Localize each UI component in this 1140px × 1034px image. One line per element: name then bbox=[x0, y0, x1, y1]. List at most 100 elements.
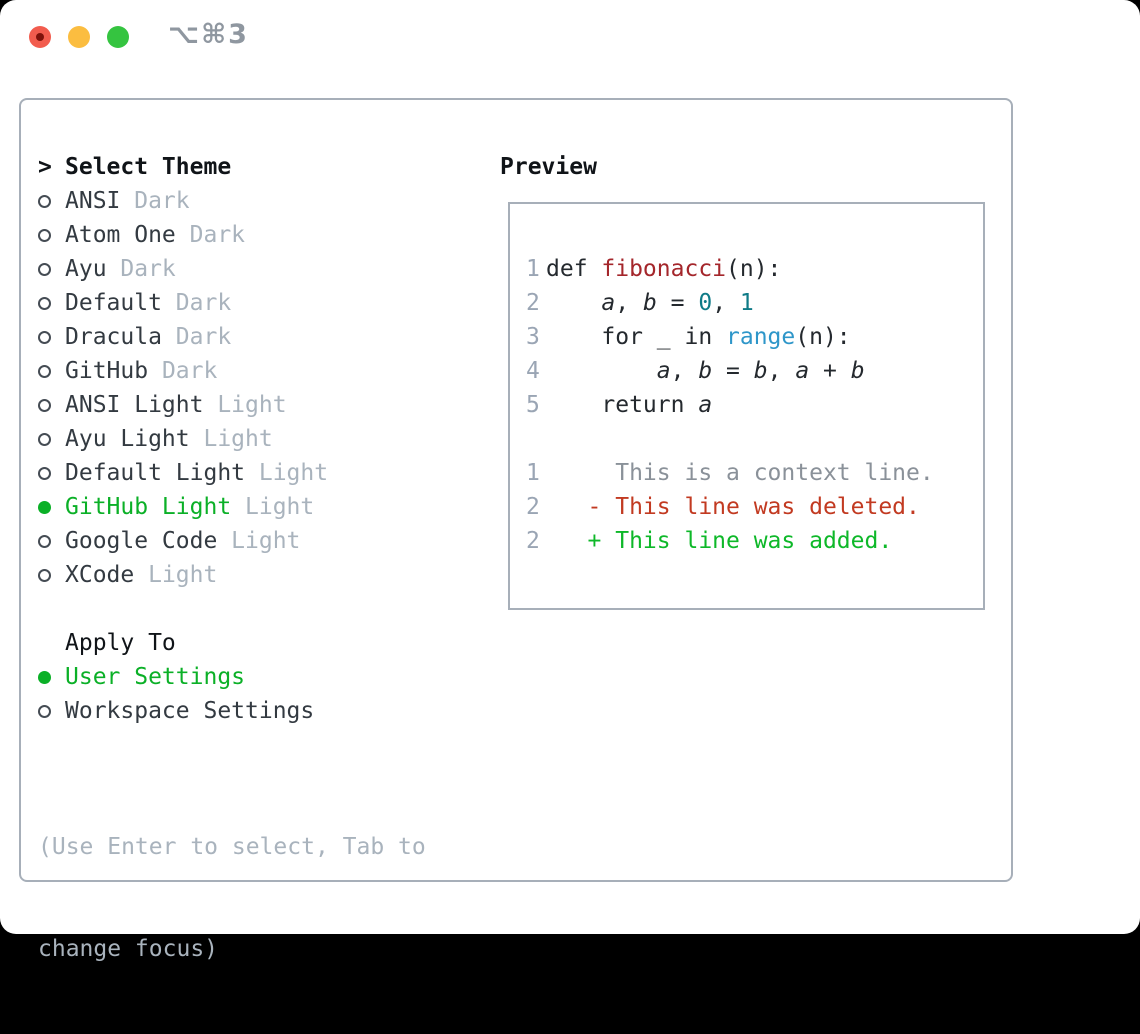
code-line: 2 + This line was added. bbox=[526, 524, 983, 558]
line-number: 5 bbox=[526, 392, 540, 418]
code-line: 4 a, b = b, a + b bbox=[526, 354, 983, 388]
code-text: def fibonacci(n): bbox=[546, 256, 781, 282]
line-number: 2 bbox=[526, 528, 540, 554]
radio-icon bbox=[38, 228, 51, 242]
radio-icon bbox=[38, 466, 51, 480]
token-deleted: - This line was deleted. bbox=[546, 494, 920, 520]
code-text: + This line was added. bbox=[546, 528, 893, 554]
token-var: a bbox=[698, 392, 713, 418]
line-number: 4 bbox=[526, 358, 540, 384]
line-number: 1 bbox=[526, 460, 540, 486]
zoom-button[interactable] bbox=[107, 26, 129, 48]
token-plain: , bbox=[712, 290, 740, 316]
theme-option-atom-one[interactable]: Atom One Dark bbox=[38, 218, 500, 252]
token-var: a bbox=[601, 290, 616, 316]
token-plain: = bbox=[712, 358, 754, 384]
apply-option-user-settings[interactable]: User Settings bbox=[38, 660, 500, 694]
line-number: 2 bbox=[526, 290, 540, 316]
radio-icon bbox=[38, 194, 51, 208]
token-plain: , bbox=[767, 358, 796, 384]
close-button[interactable] bbox=[29, 26, 51, 48]
theme-name: ANSI bbox=[65, 188, 121, 214]
token-plain: def bbox=[546, 256, 602, 282]
preview-title: Preview bbox=[500, 154, 597, 180]
theme-option-google-code[interactable]: Google Code Light bbox=[38, 524, 500, 558]
theme-name: XCode bbox=[65, 562, 135, 588]
select-theme-title: Select Theme bbox=[65, 154, 232, 180]
theme-variant-tag: Light bbox=[245, 494, 315, 520]
radio-icon bbox=[38, 432, 51, 446]
token-plain: for _ in bbox=[546, 324, 727, 350]
theme-variant-tag: Dark bbox=[120, 256, 176, 282]
theme-option-ansi-light[interactable]: ANSI Light Light bbox=[38, 388, 500, 422]
line-number: 2 bbox=[526, 494, 540, 520]
theme-name: Default Light bbox=[65, 460, 246, 486]
theme-name: Ayu Light bbox=[65, 426, 190, 452]
token-var: a bbox=[795, 358, 810, 384]
code-line: 2 a, b = 0, 1 bbox=[526, 286, 983, 320]
theme-variant-tag: Dark bbox=[189, 222, 246, 248]
theme-name: Ayu bbox=[65, 256, 107, 282]
code-text: for _ in range(n): bbox=[546, 324, 850, 350]
theme-variant-tag: Dark bbox=[161, 358, 218, 384]
theme-variant-tag: Light bbox=[217, 392, 287, 418]
theme-option-github-light[interactable]: GitHub Light Light bbox=[38, 490, 500, 524]
theme-option-default-light[interactable]: Default Light Light bbox=[38, 456, 500, 490]
theme-variant-tag: Light bbox=[231, 528, 301, 554]
code-line: 3 for _ in range(n): bbox=[526, 320, 983, 354]
radio-selected-icon bbox=[38, 500, 51, 514]
minimize-button[interactable] bbox=[68, 26, 90, 48]
line-number: 1 bbox=[526, 256, 540, 282]
radio-icon bbox=[38, 262, 51, 276]
token-var: b bbox=[753, 358, 768, 384]
radio-icon bbox=[38, 398, 51, 412]
hint-line-2: change focus) bbox=[38, 936, 219, 962]
prompt-caret-icon: > bbox=[38, 154, 52, 180]
token-var: b bbox=[698, 358, 713, 384]
document-edited-dot-icon bbox=[36, 33, 44, 41]
window-title: ⌥⌘3 bbox=[168, 19, 249, 50]
token-num: 1 bbox=[739, 290, 754, 316]
theme-variant-tag: Dark bbox=[134, 188, 190, 214]
token-var: b bbox=[642, 290, 657, 316]
radio-selected-icon bbox=[38, 670, 51, 684]
theme-name: GitHub Light bbox=[65, 494, 232, 520]
theme-name: Dracula bbox=[65, 324, 162, 350]
hint-line-1: (Use Enter to select, Tab to bbox=[38, 834, 426, 860]
theme-variant-tag: Light bbox=[258, 460, 329, 486]
code-line: 2 - This line was deleted. bbox=[526, 490, 983, 524]
code-line: 1 This is a context line. bbox=[526, 456, 983, 490]
apply-option-label: Workspace Settings bbox=[65, 698, 315, 724]
theme-name: Google Code bbox=[65, 528, 218, 554]
token-plain: , bbox=[615, 290, 643, 316]
select-theme-header-row: > Select Theme bbox=[38, 150, 500, 184]
token-added: + This line was added. bbox=[546, 528, 893, 554]
apply-option-label: User Settings bbox=[65, 664, 246, 690]
token-plain: = bbox=[656, 290, 699, 316]
apply-to-header-row: Apply To bbox=[38, 626, 500, 660]
theme-option-ayu[interactable]: Ayu Dark bbox=[38, 252, 500, 286]
radio-icon bbox=[38, 364, 51, 378]
apply-option-workspace-settings[interactable]: Workspace Settings bbox=[38, 694, 500, 728]
token-plain: + bbox=[809, 358, 851, 384]
token-plain bbox=[546, 358, 657, 384]
theme-name: ANSI Light bbox=[65, 392, 204, 418]
radio-icon bbox=[38, 534, 51, 548]
code-line bbox=[526, 422, 983, 456]
theme-name: Default bbox=[65, 290, 162, 316]
radio-icon bbox=[38, 330, 51, 344]
theme-option-ansi[interactable]: ANSI Dark bbox=[38, 184, 500, 218]
theme-name: Atom One bbox=[65, 222, 176, 248]
